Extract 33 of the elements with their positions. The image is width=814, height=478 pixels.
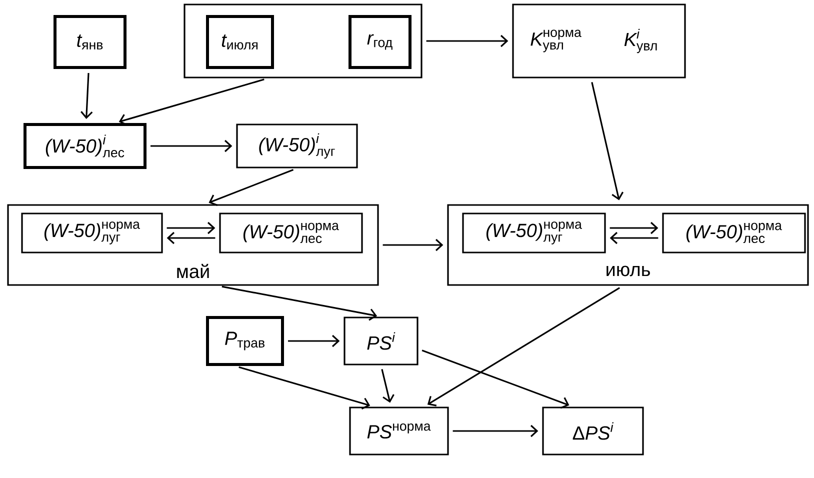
arrow — [150, 140, 232, 152]
arrow — [166, 222, 216, 234]
arrow — [381, 369, 394, 403]
arrow — [118, 78, 264, 126]
variable-box: $\textit{PS}^{\text{норма}}$ — [349, 406, 449, 456]
variable-box: $\textit{(W-50)}^{\text{норма}}_{\text{луг}}$ — [21, 212, 163, 254]
variable-box: $\textit{(W-50)}^{\text{норма}}_{\text{луг}}$ — [462, 212, 606, 254]
variable-box: $\textit{t}_{\text{июля}}$ — [206, 15, 274, 69]
arrow — [422, 350, 570, 409]
arrow — [382, 238, 444, 252]
arrow — [426, 34, 508, 48]
arrow — [238, 366, 370, 410]
arrow — [288, 334, 340, 348]
arrow — [452, 424, 538, 438]
arrow — [208, 169, 294, 206]
arrow — [427, 287, 620, 406]
variable-box: $\textit{t}_{\text{янв}}$ — [54, 15, 126, 69]
arrow — [80, 72, 93, 119]
group-box — [184, 4, 422, 78]
arrow — [222, 286, 378, 321]
arrow — [166, 232, 216, 244]
variable-box: $\textit{(W-50)}^{\text{норма}}_{\text{лес}}$ — [662, 212, 806, 254]
arrow — [610, 232, 658, 244]
variable-box: $\textit{(W-50)}^{\textit{i}}_{\text{луг}}$ — [236, 124, 358, 168]
arrow — [610, 222, 658, 234]
variable-box: $\textit{(W-50)}^{\textit{i}}_{\text{лес}}$ — [24, 123, 146, 169]
variable-box: $\textit{PS}^{\textit{i}}$ — [344, 316, 418, 366]
variable-box: $\textit{r}_{\text{год}}$ — [348, 15, 412, 69]
variable-box: $\textit{(W-50)}^{\text{норма}}_{\text{лес}}$ — [219, 212, 363, 254]
variable-box: $\textit{K}^{\text{норма}}_{\text{увл}}$ $\textit{K}^{\textit{i}}_{\text{увл}}$ — [512, 4, 686, 78]
arrow — [591, 82, 624, 200]
variable-box: $\text{Δ}\textit{PS}^{\textit{i}}$ — [542, 406, 644, 456]
variable-box: $\textit{P}_{\text{трав}}$ — [206, 316, 284, 366]
